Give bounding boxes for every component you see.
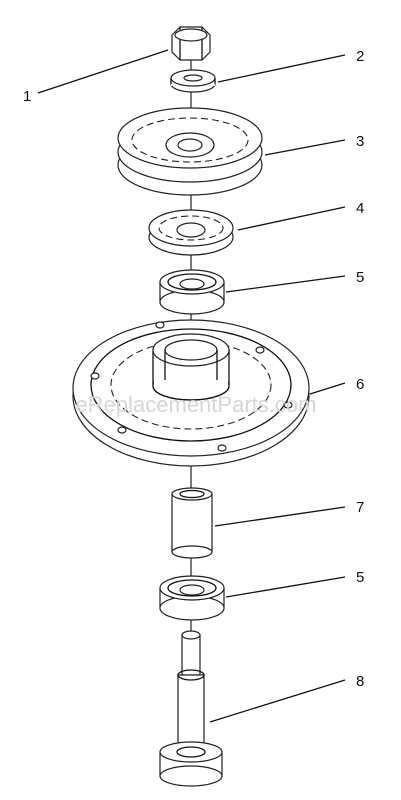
callout-7: 7 <box>356 499 364 516</box>
leader-7 <box>214 506 346 527</box>
callout-8: 8 <box>356 673 364 690</box>
callout-2: 2 <box>356 48 364 65</box>
callout-6: 6 <box>356 376 364 393</box>
part-7-spacer <box>171 487 213 559</box>
part-5-bearing-upper <box>159 269 225 315</box>
callout-3: 3 <box>356 133 364 150</box>
part-3-pulley <box>117 107 263 196</box>
callout-1: 1 <box>23 88 31 105</box>
leader-3 <box>264 139 346 156</box>
leader-1 <box>37 49 169 94</box>
callout-5-upper: 5 <box>356 269 364 286</box>
callout-5-lower: 5 <box>356 569 364 586</box>
callout-4: 4 <box>356 200 364 217</box>
part-5-bearing-lower <box>159 575 225 621</box>
part-6-housing <box>72 319 310 467</box>
leader-8 <box>209 679 346 723</box>
leader-4 <box>237 206 346 231</box>
part-4-seal <box>148 209 234 256</box>
watermark-text: eReplacementParts.com <box>76 392 317 417</box>
part-8-spindle-shaft <box>159 630 223 787</box>
part-1-hex-nut <box>171 26 211 61</box>
leader-5b <box>225 576 346 598</box>
leader-5a <box>225 275 346 293</box>
leader-lines <box>37 49 346 723</box>
leader-2 <box>217 54 346 83</box>
part-2-washer <box>170 69 216 93</box>
leader-6 <box>309 382 346 395</box>
